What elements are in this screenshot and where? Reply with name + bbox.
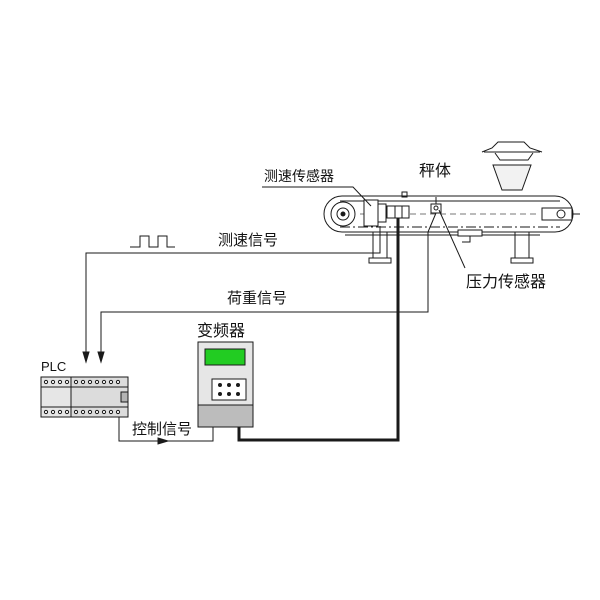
head-pulley [330,201,356,227]
belt-scale [323,141,580,264]
speed-sensor-label: 测速传感器 [264,168,334,185]
scale-legs [368,232,534,264]
vfd-unit [197,341,254,428]
pressure-sensor-label: 压力传感器 [466,272,546,291]
plc-label: PLC [41,359,66,374]
load-signal-wire [100,212,437,355]
control-arrow-icon [157,437,170,445]
speed-arrow-icon [82,351,90,364]
signal-arrows [82,351,170,445]
vfd-screen [204,348,246,366]
speed-signal-label: 测速信号 [218,231,278,249]
speed-sensor-leader [262,186,372,207]
hopper-icon [481,141,543,191]
scale-body-label: 秤体 [419,161,451,180]
load-arrow-icon [97,351,105,364]
power-cable [237,218,400,442]
vfd-label: 变频器 [197,321,245,340]
vfd-keypad [211,378,247,401]
speed-signal-wire [85,226,381,355]
tail-pulley [541,207,580,221]
load-signal-label: 荷重信号 [227,289,287,307]
pressure-sensor-leader [438,209,466,269]
speed-sensor-icon [363,191,410,227]
pulse-waveform-icon [130,235,175,248]
plc-terminals [43,379,121,415]
scale-frame [345,229,540,243]
plc-unit [40,376,129,418]
keypad-buttons [218,383,240,396]
leader-lines [262,186,466,269]
conveyor-belt [323,195,574,233]
control-signal-label: 控制信号 [132,420,192,438]
